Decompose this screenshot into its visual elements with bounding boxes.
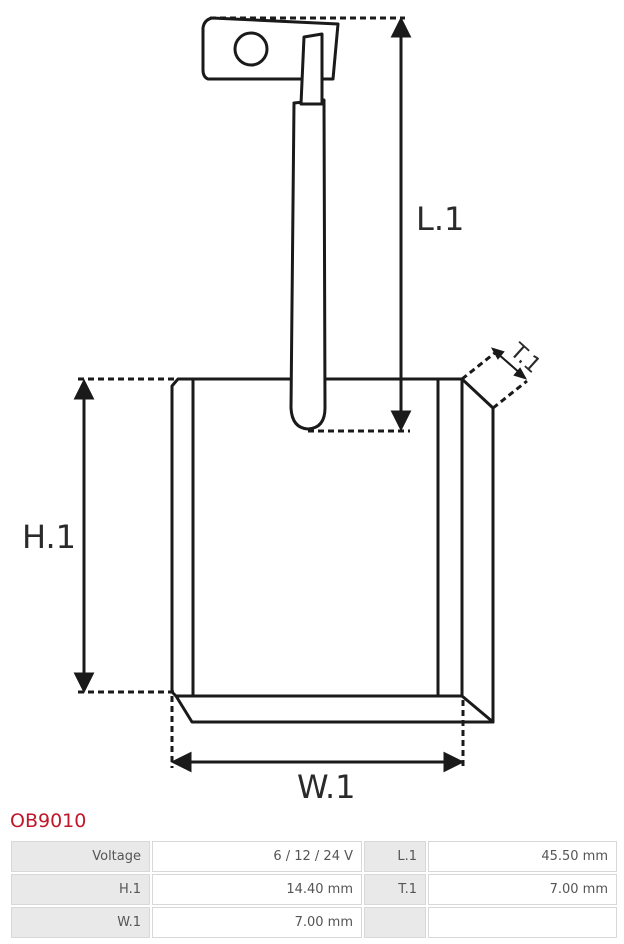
brush-body-side [460, 377, 495, 724]
spec-key-empty [364, 907, 426, 938]
spec-value-l1: 45.50 mm [428, 841, 617, 872]
spec-key-h1: H.1 [11, 874, 150, 905]
t1-arrow-a [490, 347, 505, 360]
spec-key-l1: L.1 [364, 841, 426, 872]
t1-right-extension [492, 379, 528, 410]
spec-value-w1: 7.00 mm [152, 907, 362, 938]
carbon-brush-diagram: L.1 H.1 W.1 T.1 [22, 16, 545, 805]
spec-key-w1: W.1 [11, 907, 150, 938]
h1-label: H.1 [22, 518, 76, 556]
h1-arrow-bottom [73, 672, 95, 694]
w1-arrow-right [443, 751, 465, 773]
spec-value-empty [428, 907, 617, 938]
spec-value-t1: 7.00 mm [428, 874, 617, 905]
h1-arrow-top [73, 378, 95, 400]
w1-label: W.1 [297, 768, 356, 805]
l1-arrow-top [390, 16, 412, 38]
table-row: H.1 14.40 mm T.1 7.00 mm [11, 874, 617, 905]
spec-table: Voltage 6 / 12 / 24 V L.1 45.50 mm H.1 1… [9, 839, 619, 940]
shunt-wire [289, 98, 327, 431]
l1-label: L.1 [416, 200, 464, 238]
product-code: OB9010 [10, 810, 87, 832]
wire-crimp [299, 32, 324, 106]
spec-key-voltage: Voltage [11, 841, 150, 872]
t1-dimension-line [496, 352, 522, 375]
spec-value-h1: 14.40 mm [152, 874, 362, 905]
brush-body-bottom [174, 694, 495, 724]
table-row: W.1 7.00 mm [11, 907, 617, 938]
l1-arrow-bottom [390, 410, 412, 432]
table-row: Voltage 6 / 12 / 24 V L.1 45.50 mm [11, 841, 617, 872]
t1-label: T.1 [504, 338, 545, 379]
t1-arrow-b [513, 367, 528, 380]
w1-arrow-left [170, 751, 192, 773]
t1-left-extension [461, 350, 497, 381]
spec-value-voltage: 6 / 12 / 24 V [152, 841, 362, 872]
terminal-hole [233, 31, 269, 67]
spec-key-t1: T.1 [364, 874, 426, 905]
